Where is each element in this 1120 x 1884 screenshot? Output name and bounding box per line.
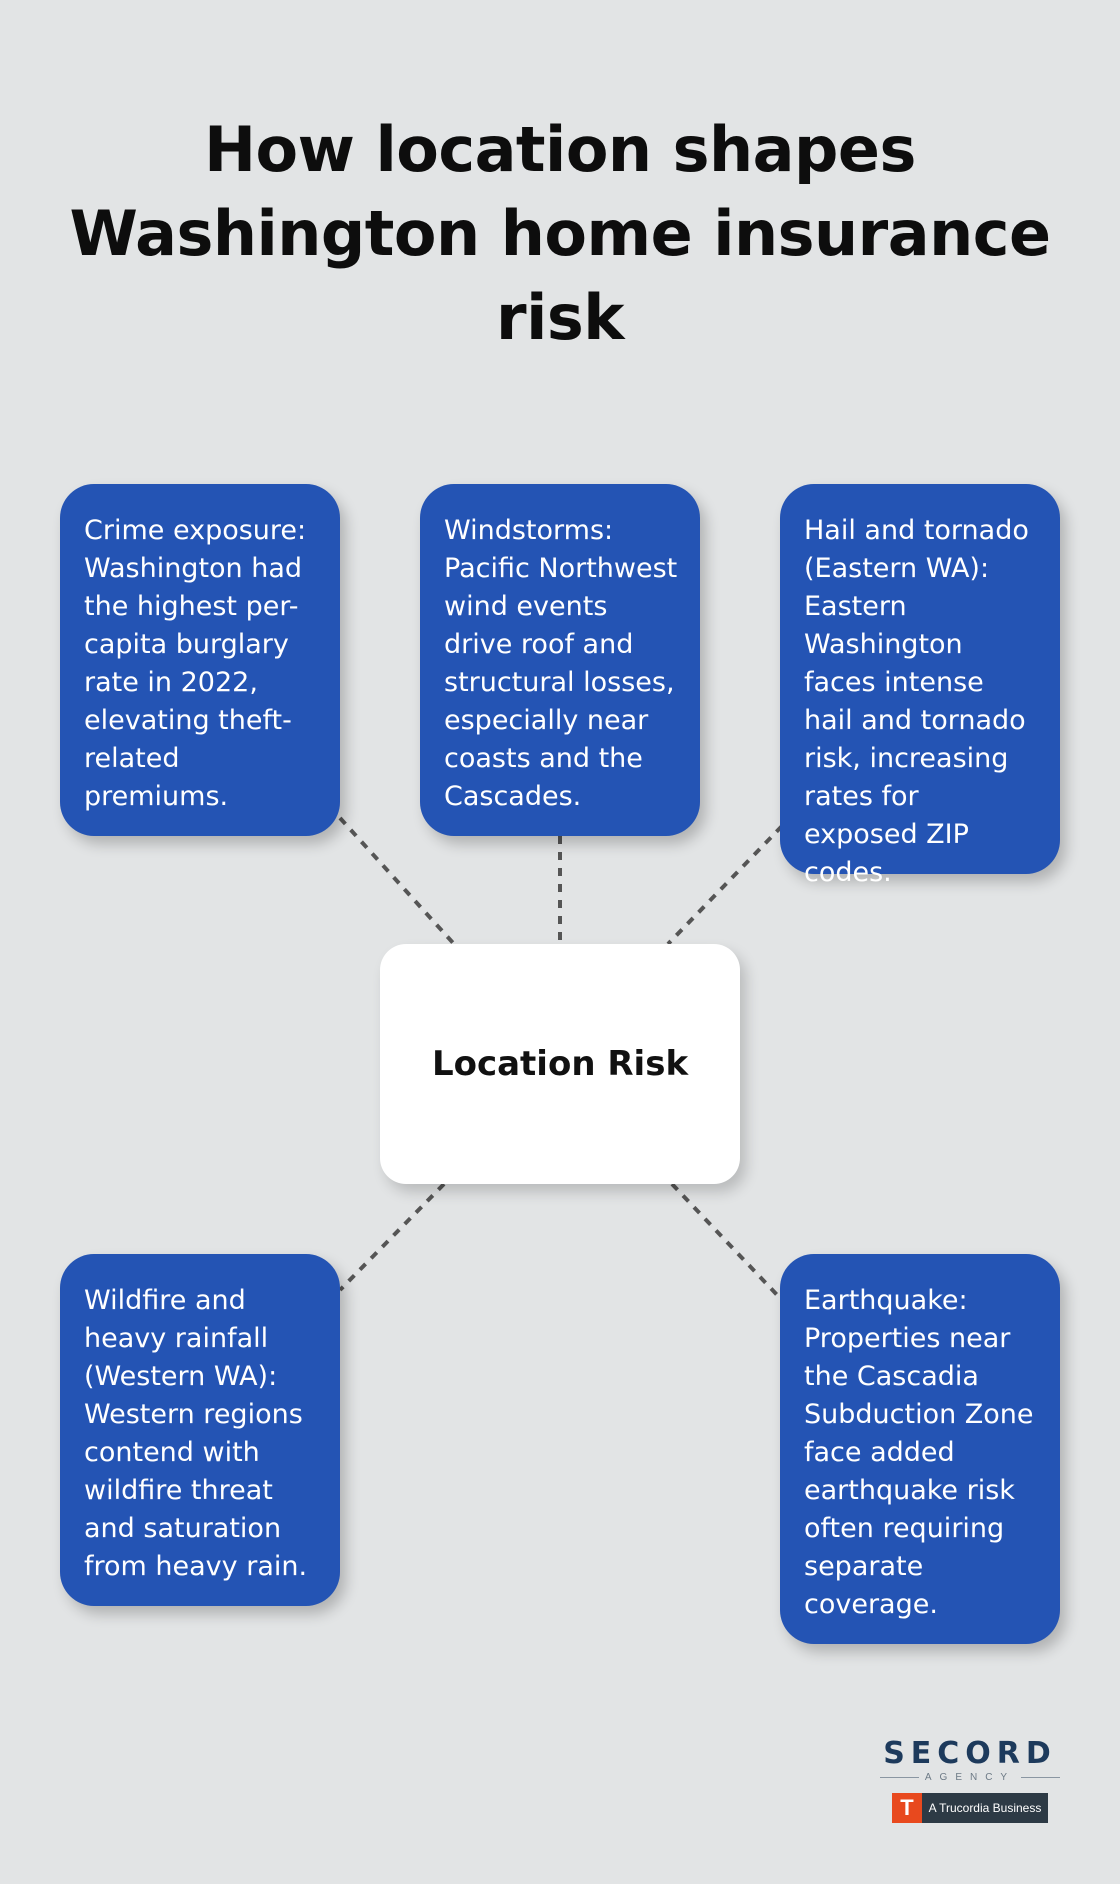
node-windstorms: Windstorms: Pacific Northwest wind event…: [420, 484, 700, 836]
connector-wildfire: [338, 1182, 446, 1292]
logo-subtitle-row: AGENCY: [880, 1772, 1060, 1783]
node-crime-exposure: Crime exposure: Washington had the highe…: [60, 484, 340, 836]
logo-wordmark: SECORD: [883, 1736, 1057, 1771]
node-hail-tornado-text: Hail and tornado (Eastern WA): Eastern W…: [804, 515, 1029, 888]
node-crime-exposure-text: Crime exposure: Washington had the highe…: [84, 515, 307, 812]
page-title: How location shapes Washington home insu…: [69, 113, 1051, 354]
node-earthquake: Earthquake: Properties near the Cascadia…: [780, 1254, 1060, 1644]
center-node-label: Location Risk: [431, 1044, 689, 1084]
trucordia-t-icon: T: [892, 1793, 922, 1823]
node-earthquake-text: Earthquake: Properties near the Cascadia…: [804, 1285, 1034, 1620]
node-wildfire-rainfall: Wildfire and heavy rainfall (Western WA)…: [60, 1254, 340, 1606]
node-windstorms-text: Windstorms: Pacific Northwest wind event…: [444, 515, 678, 812]
trucordia-badge: T A Trucordia Business: [892, 1793, 1048, 1823]
node-wildfire-rainfall-text: Wildfire and heavy rainfall (Western WA)…: [84, 1285, 308, 1582]
logo-subtitle: AGENCY: [924, 1772, 1016, 1783]
secord-agency-logo: SECORD AGENCY T A Trucordia Business: [880, 1738, 1060, 1823]
connector-crime: [338, 816, 456, 946]
node-hail-tornado: Hail and tornado (Eastern WA): Eastern W…: [780, 484, 1060, 888]
connector-earthquake: [670, 1182, 782, 1300]
logo-rule-right: [1021, 1777, 1060, 1778]
connector-hail: [666, 824, 784, 946]
logo-rule-left: [880, 1777, 919, 1778]
trucordia-badge-text: A Trucordia Business: [922, 1793, 1048, 1823]
center-node-location-risk: Location Risk: [380, 944, 740, 1184]
